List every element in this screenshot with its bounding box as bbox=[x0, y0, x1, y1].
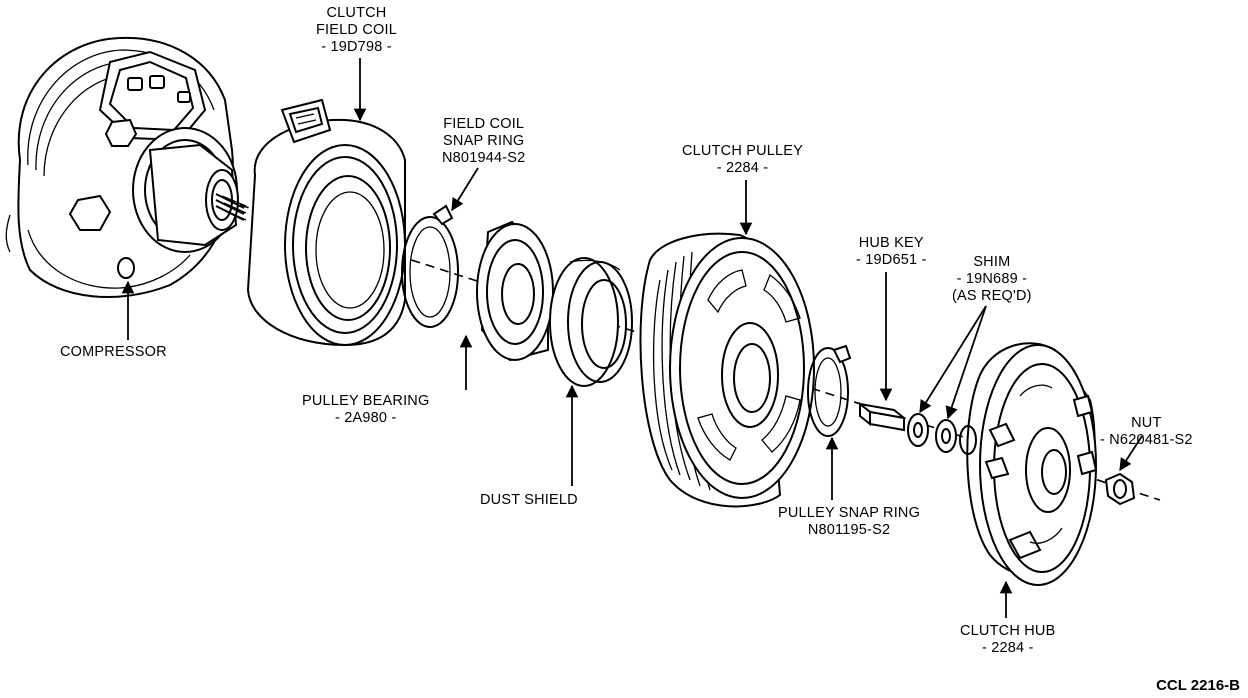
clutch-pulley bbox=[639, 232, 815, 508]
compressor bbox=[5, 36, 247, 298]
pulley-snap-ring bbox=[807, 344, 852, 437]
label-hub-key: HUB KEY - 19D651 - bbox=[856, 235, 927, 269]
label-fc-snap-line-2: SNAP RING bbox=[443, 133, 525, 149]
label-nut-line-2: - N620481-S2 bbox=[1100, 432, 1193, 448]
label-nut-line-1: NUT bbox=[1131, 415, 1162, 431]
label-pulley-snap-line-2: N801195-S2 bbox=[807, 522, 891, 538]
label-clutch-hub-line-1: CLUTCH HUB bbox=[960, 623, 1056, 639]
label-shim-line-3: (AS REQ'D) bbox=[952, 288, 1032, 304]
label-clutch-pulley-line-1: CLUTCH PULLEY bbox=[682, 143, 804, 159]
label-field-coil-line-2: FIELD COIL bbox=[316, 22, 397, 38]
pulley-bearing bbox=[476, 220, 554, 362]
label-field-coil-line-3: - 19D798 - bbox=[321, 39, 392, 55]
label-compressor-line-1: COMPRESSOR bbox=[60, 344, 167, 360]
hub-key bbox=[859, 401, 905, 432]
clutch-hub bbox=[959, 342, 1098, 586]
label-compressor: COMPRESSOR bbox=[60, 344, 167, 361]
label-clutch-hub: CLUTCH HUB - 2284 - bbox=[960, 623, 1055, 657]
dust-shield bbox=[549, 257, 633, 387]
label-clutch-field-coil: CLUTCH FIELD COIL - 19D798 - bbox=[316, 5, 397, 56]
label-hub-key-line-1: HUB KEY bbox=[858, 235, 924, 251]
label-pulley-snap-line-1: PULLEY SNAP RING bbox=[778, 505, 921, 521]
field-coil-snap-ring bbox=[401, 204, 459, 328]
label-fc-snap-line-3: N801944-S2 bbox=[442, 150, 526, 166]
label-shim-line-2: - 19N689 - bbox=[956, 271, 1028, 287]
figure-reference: CCL 2216-B bbox=[1156, 677, 1240, 694]
label-dust-shield-line-1: DUST SHIELD bbox=[480, 492, 578, 508]
label-pulley-bearing-line-1: PULLEY BEARING bbox=[302, 393, 430, 409]
label-clutch-pulley: CLUTCH PULLEY - 2284 - bbox=[682, 143, 803, 177]
label-pulley-snap-ring: PULLEY SNAP RING N801195-S2 bbox=[778, 505, 920, 539]
label-clutch-pulley-line-2: - 2284 - bbox=[716, 160, 769, 176]
label-hub-key-line-2: - 19D651 - bbox=[856, 252, 927, 268]
label-clutch-hub-line-2: - 2284 - bbox=[981, 640, 1034, 656]
shims bbox=[907, 413, 957, 453]
label-nut: NUT - N620481-S2 bbox=[1100, 415, 1193, 449]
nut bbox=[1104, 472, 1136, 506]
leader-lines bbox=[121, 58, 1143, 618]
label-fc-snap-line-1: FIELD COIL bbox=[443, 116, 525, 132]
label-pulley-bearing: PULLEY BEARING - 2A980 - bbox=[302, 393, 429, 427]
label-field-coil-snap-ring: FIELD COIL SNAP RING N801944-S2 bbox=[442, 116, 525, 167]
label-dust-shield: DUST SHIELD bbox=[480, 492, 578, 509]
label-shim: SHIM - 19N689 - (AS REQ'D) bbox=[952, 254, 1032, 305]
clutch-field-coil bbox=[246, 98, 406, 347]
label-field-coil-line-1: CLUTCH bbox=[326, 5, 387, 21]
label-pulley-bearing-line-2: - 2A980 - bbox=[335, 410, 397, 426]
label-shim-line-1: SHIM bbox=[973, 254, 1011, 270]
